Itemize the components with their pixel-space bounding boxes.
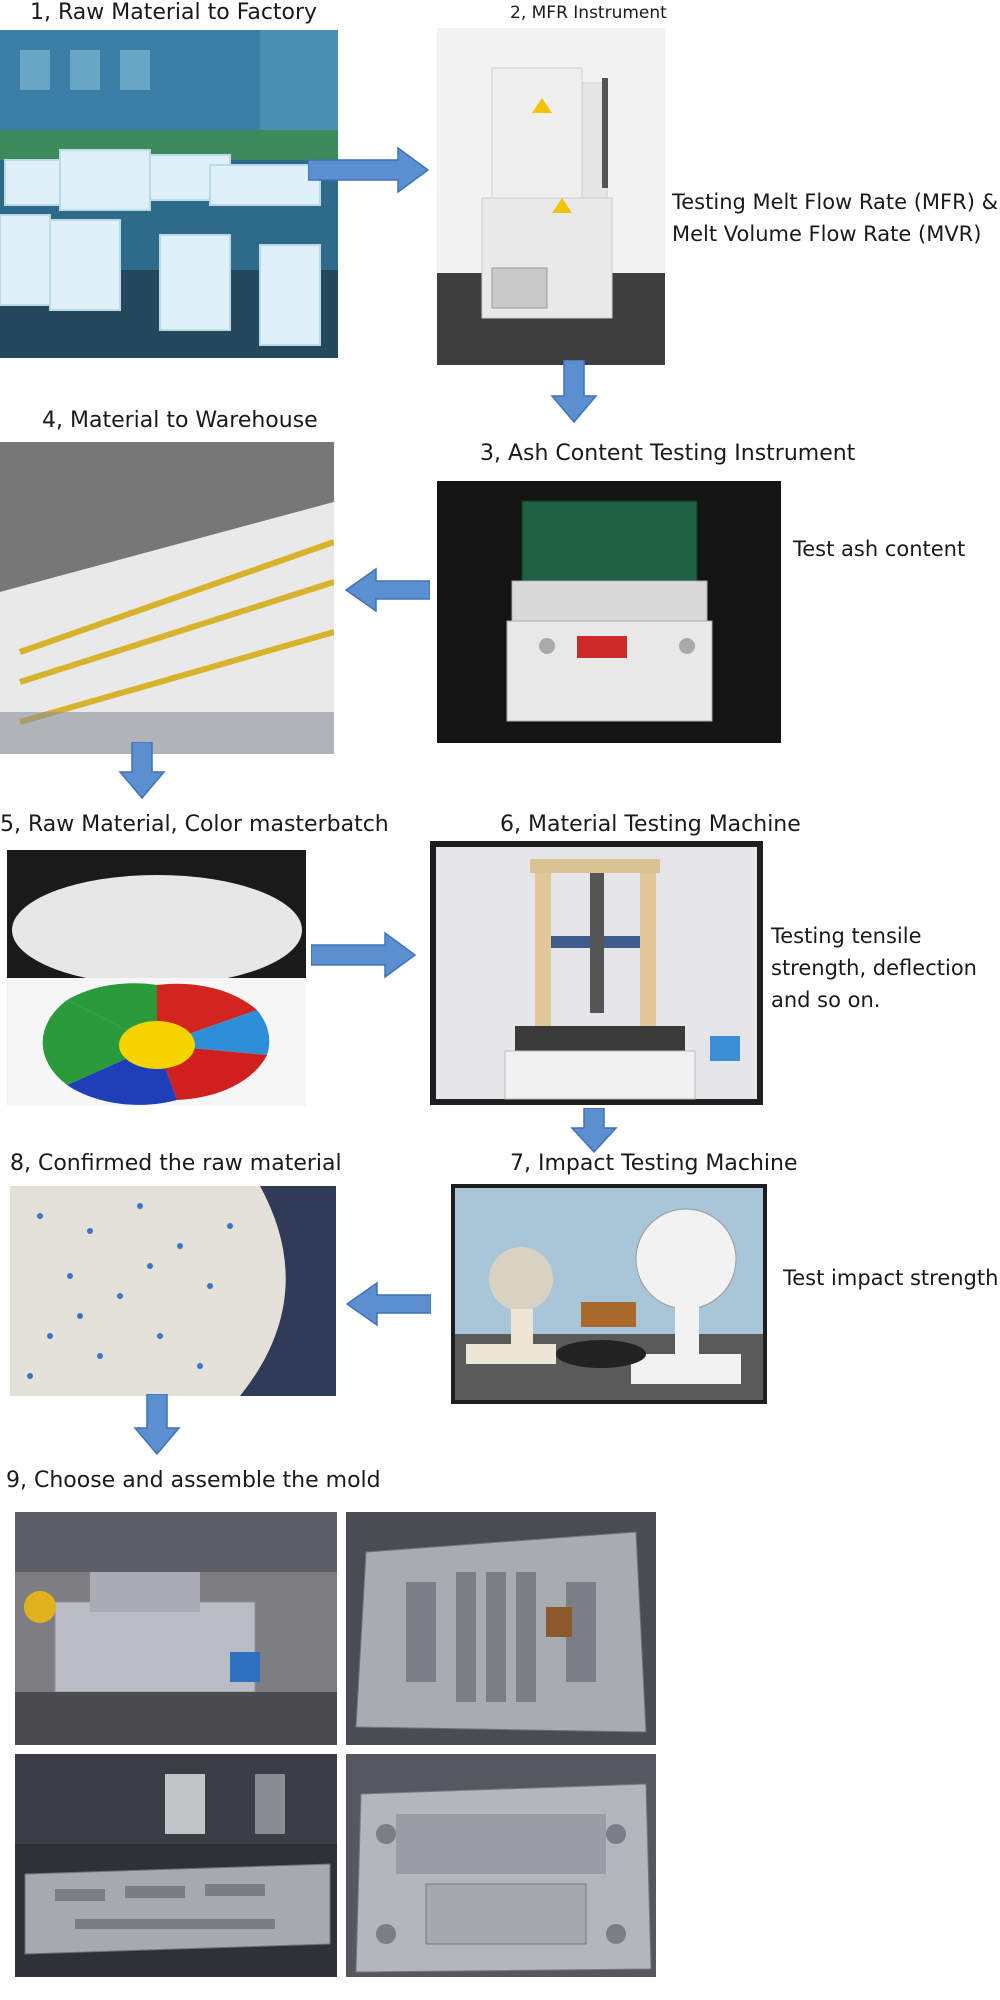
step-2-description: Testing Melt Flow Rate (MFR) & Melt Volu… bbox=[672, 186, 998, 250]
step-6-description-line-1: Testing tensile bbox=[771, 924, 922, 948]
photo-mold-workshop-4 bbox=[346, 1754, 656, 1977]
photo-mold-workshop-2 bbox=[346, 1512, 656, 1745]
arrow-down-icon bbox=[550, 360, 598, 424]
step-6-description-line-2: strength, deflection bbox=[771, 956, 977, 980]
step-2-title: 2, MFR Instrument bbox=[510, 3, 667, 23]
arrow-down-icon bbox=[570, 1108, 618, 1154]
photo-material-testing-machine bbox=[430, 841, 763, 1105]
step-5-title: 5, Raw Material, Color masterbatch bbox=[0, 812, 389, 837]
step-4-title: 4, Material to Warehouse bbox=[42, 408, 318, 433]
photo-raw-material-to-factory bbox=[0, 30, 338, 358]
arrow-left-icon bbox=[344, 567, 430, 613]
step-9-title: 9, Choose and assemble the mold bbox=[6, 1468, 381, 1493]
step-7-title: 7, Impact Testing Machine bbox=[510, 1151, 798, 1176]
step-3-description: Test ash content bbox=[793, 537, 966, 561]
photo-mfr-instrument bbox=[437, 28, 665, 365]
step-8-title: 8, Confirmed the raw material bbox=[10, 1151, 342, 1176]
photo-mold-workshop-1 bbox=[15, 1512, 337, 1745]
photo-material-to-warehouse bbox=[0, 442, 334, 754]
photo-confirmed-raw-material bbox=[10, 1186, 336, 1396]
arrow-down-icon bbox=[133, 1394, 181, 1456]
step-6-title: 6, Material Testing Machine bbox=[500, 812, 801, 837]
arrow-down-icon bbox=[118, 742, 166, 800]
photo-raw-material-color-masterbatch bbox=[7, 850, 306, 1106]
arrow-right-icon bbox=[311, 931, 417, 979]
photo-ash-content-testing-instrument bbox=[437, 481, 781, 743]
step-2-description-line-2: Melt Volume Flow Rate (MVR) bbox=[672, 222, 982, 246]
photo-mold-workshop-3 bbox=[15, 1754, 337, 1977]
step-6-description-line-3: and so on. bbox=[771, 988, 881, 1012]
arrow-right-icon bbox=[308, 146, 430, 194]
step-2-description-line-1: Testing Melt Flow Rate (MFR) & bbox=[672, 190, 998, 214]
photo-impact-testing-machine bbox=[451, 1184, 767, 1404]
arrow-left-icon bbox=[345, 1281, 431, 1327]
step-3-title: 3, Ash Content Testing Instrument bbox=[480, 441, 856, 466]
step-6-description: Testing tensile strength, deflection and… bbox=[771, 920, 977, 1016]
step-1-title: 1, Raw Material to Factory bbox=[30, 0, 318, 25]
step-7-description: Test impact strength bbox=[783, 1266, 999, 1290]
